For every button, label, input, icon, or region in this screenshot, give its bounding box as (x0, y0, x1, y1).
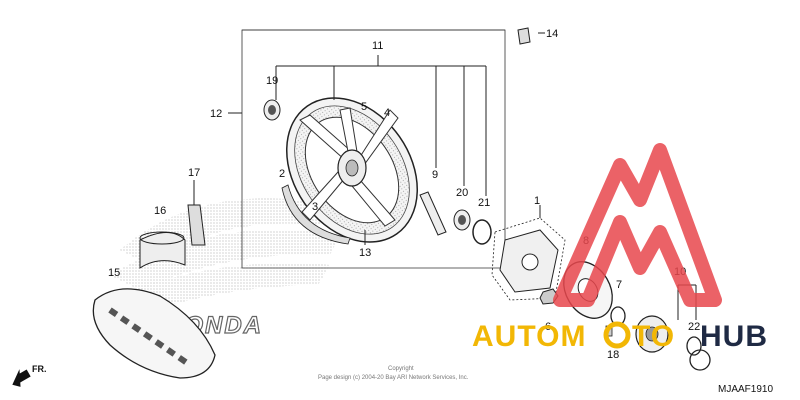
label-22: 22 (688, 321, 700, 333)
damper-holder (491, 217, 566, 301)
bearing-19 (263, 99, 281, 121)
valve-cap-14 (517, 27, 531, 45)
front-direction-arrow: FR. (12, 364, 47, 387)
label-12: 12 (210, 108, 222, 120)
label-18: 18 (607, 349, 619, 361)
copyright-line-1: Copyright (388, 366, 414, 372)
tire-15 (92, 288, 216, 379)
collar-9 (419, 191, 447, 236)
label-2: 2 (279, 168, 285, 180)
label-21: 21 (478, 197, 490, 209)
watermark-part2: TO (632, 320, 675, 353)
label-11: 11 (372, 40, 383, 52)
balance-weight (281, 184, 351, 245)
label-9: 9 (432, 169, 438, 181)
label-7: 7 (616, 279, 622, 291)
leader-lines (193, 32, 697, 320)
label-4: 4 (384, 107, 390, 119)
watermark-part3: HUB (700, 320, 768, 353)
oil-seal-22 (686, 336, 702, 356)
label-13: 13 (359, 247, 371, 259)
diagram-code: MJAAF1910 (718, 384, 773, 395)
watermark-text: AUTOM TO HUB (472, 320, 768, 353)
final-driven-flange (635, 315, 669, 353)
label-19: 19 (266, 75, 278, 87)
o-ring (689, 349, 711, 371)
tube-16 (139, 231, 186, 269)
label-16: 16 (154, 205, 166, 217)
label-14: 14 (546, 28, 558, 40)
label-15: 15 (108, 267, 120, 279)
label-1: 1 (534, 195, 540, 207)
label-17: 17 (188, 167, 200, 179)
label-20: 20 (456, 187, 468, 199)
watermark-part1: AUTOM (472, 320, 586, 353)
label-3: 3 (312, 201, 318, 213)
rim-band-17 (187, 204, 206, 246)
label-6: 6 (545, 321, 551, 333)
direction-label: FR. (32, 364, 47, 374)
bearing-20 (453, 209, 471, 231)
label-5: 5 (361, 101, 367, 113)
oil-seal-21 (472, 219, 492, 245)
copyright-line-2: Page design (c) 2004-20 Bay ARI Network … (318, 375, 469, 381)
rear-wheel (285, 97, 419, 243)
watermark-logo (553, 143, 722, 307)
